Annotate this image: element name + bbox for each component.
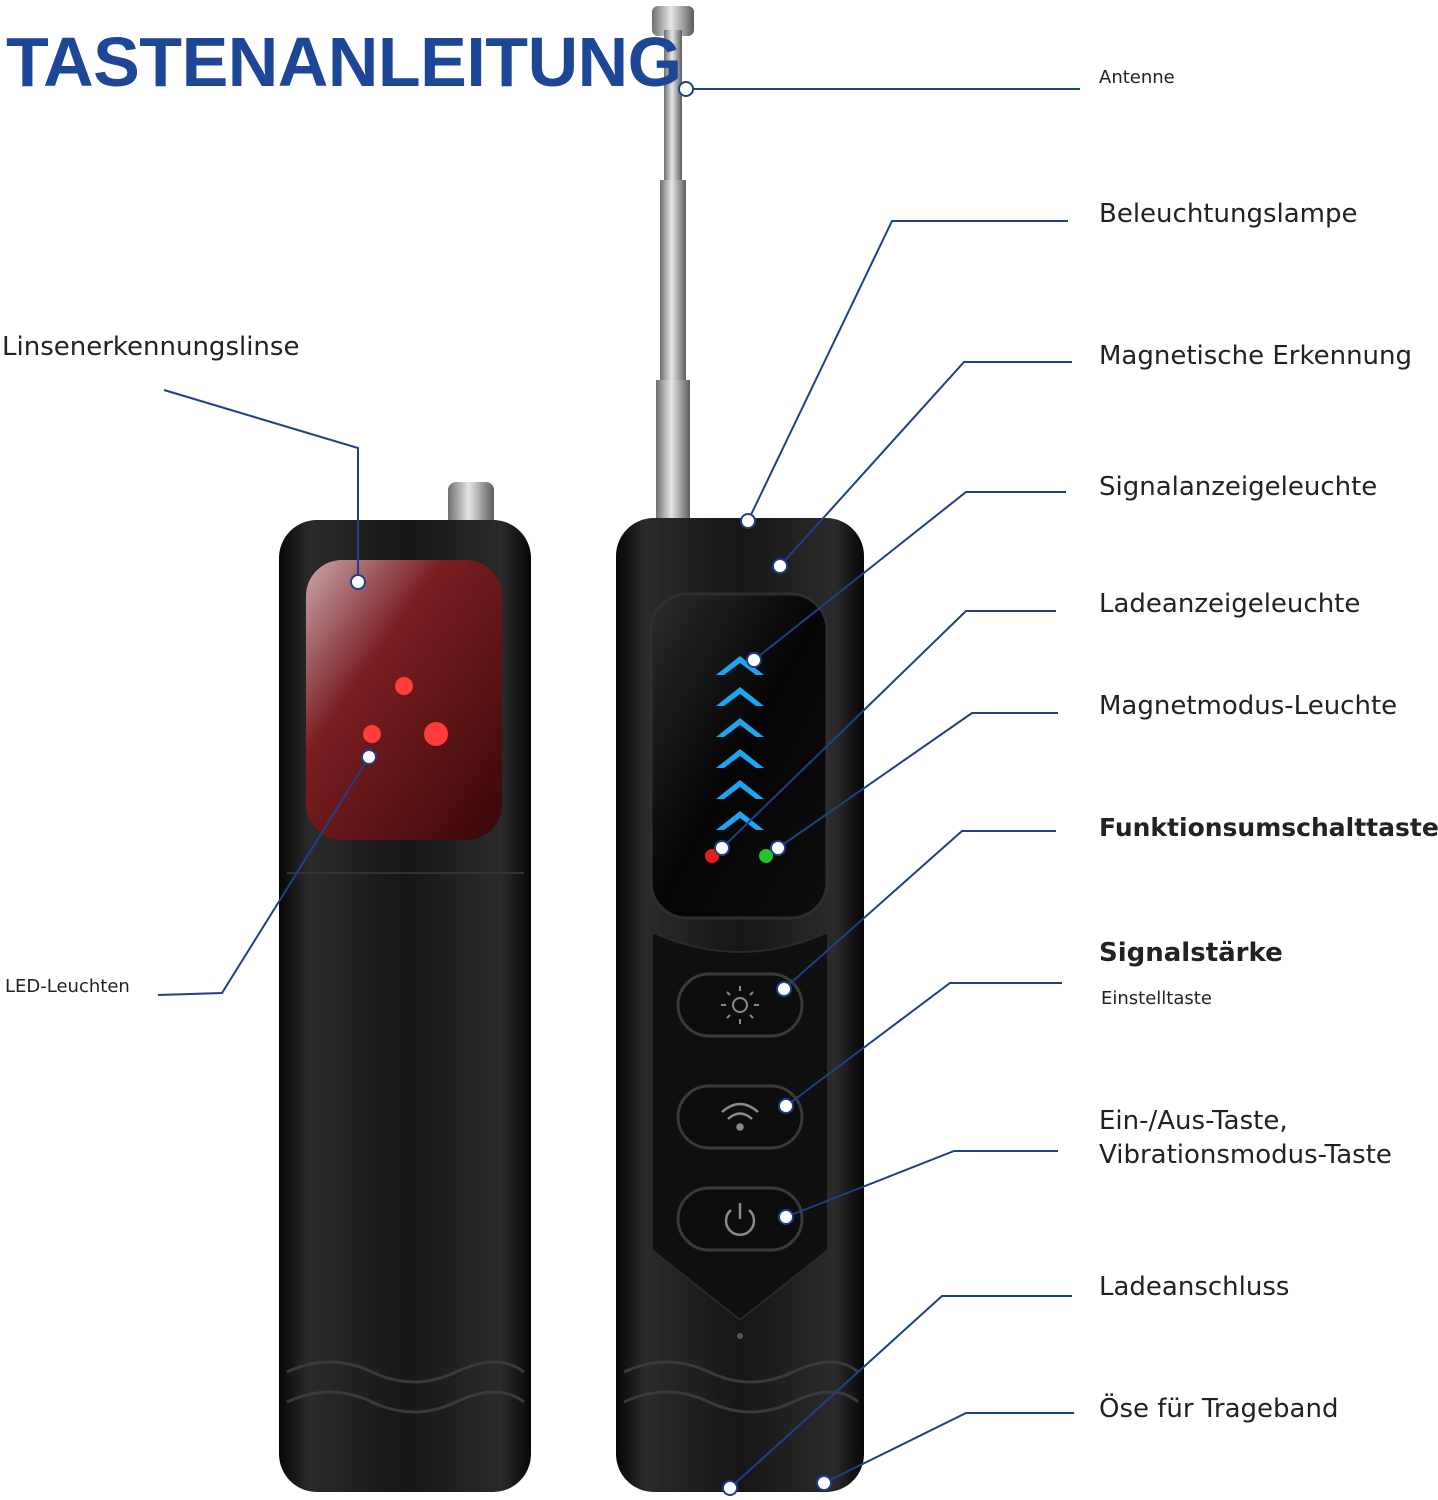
sun-icon: [721, 986, 759, 1024]
label-beleuchtungslampe: Beleuchtungslampe: [1099, 199, 1358, 229]
leader-magnetmodus: [777, 712, 1058, 849]
label-signalanzeigeleuchte: Signalanzeigeleuchte: [1099, 472, 1378, 502]
leader-led-leuchten: [157, 756, 370, 996]
leader-magnetische-erkennung: [779, 361, 1072, 567]
signal-led-bar: [716, 656, 764, 830]
led-light: [395, 677, 413, 695]
leader-lines: [157, 88, 1080, 1489]
leader-ein-aus: [785, 1150, 1058, 1218]
leader-ladeanzeigeleuchte: [721, 610, 1056, 849]
lens-window: [306, 560, 502, 840]
left-device: [279, 482, 531, 1492]
leader-signalanzeigeleuchte: [753, 491, 1066, 661]
chevron-up-icon: [716, 811, 764, 830]
label-magnetische-erkennung: Magnetische Erkennung: [1099, 341, 1413, 371]
label-oese: Öse für Trageband: [1099, 1394, 1339, 1424]
antenna-tip: [652, 6, 694, 36]
signal-strength-button[interactable]: [676, 1084, 804, 1150]
leader-ladeanschluss: [729, 1295, 1072, 1489]
function-switch-button[interactable]: [676, 972, 804, 1038]
led-light: [424, 722, 448, 746]
right-device: [616, 6, 864, 1492]
label-ein-aus-line2: Vibrationsmodus-Taste: [1099, 1140, 1392, 1170]
antenna-segment: [656, 380, 690, 525]
chevron-up-icon: [716, 687, 764, 706]
leader-signalstaerke: [785, 982, 1062, 1107]
wifi-icon: [721, 1102, 759, 1131]
chevron-up-icon: [716, 656, 764, 675]
magnet-mode-led: [759, 849, 773, 863]
label-antenne: Antenne: [1099, 67, 1175, 88]
leader-oese: [823, 1412, 1074, 1484]
leader-funktionsumschalttaste: [783, 830, 1056, 990]
chevron-up-icon: [716, 718, 764, 737]
label-ladeanzeigeleuchte: Ladeanzeigeleuchte: [1099, 589, 1361, 619]
page-title: TASTENANLEITUNG: [6, 23, 682, 101]
label-einstelltaste: Einstelltaste: [1101, 988, 1212, 1009]
chevron-up-icon: [716, 749, 764, 768]
label-linsenerkennungslinse: Linsenerkennungslinse: [2, 332, 300, 362]
label-ein-aus-line1: Ein-/Aus-Taste,: [1099, 1106, 1288, 1136]
chevron-up-icon: [716, 780, 764, 799]
power-button[interactable]: [676, 1186, 804, 1252]
label-magnetmodus-leuchte: Magnetmodus-Leuchte: [1099, 691, 1398, 721]
callout-dots: [350, 81, 832, 1496]
leader-linsenerkennungslinse: [163, 389, 359, 582]
label-led-leuchten: LED-Leuchten: [5, 976, 130, 997]
leader-beleuchtungslampe: [747, 220, 1068, 522]
label-funktionsumschalttaste: Funktionsumschalttaste: [1099, 813, 1438, 842]
power-icon: [724, 1203, 756, 1236]
antenna-segment: [664, 30, 682, 180]
left-antenna-stub: [448, 482, 494, 526]
label-signalstaerke: Signalstärke: [1099, 938, 1283, 968]
antenna-segment: [660, 180, 686, 380]
label-ladeanschluss: Ladeanschluss: [1099, 1272, 1290, 1302]
led-light: [363, 725, 381, 743]
